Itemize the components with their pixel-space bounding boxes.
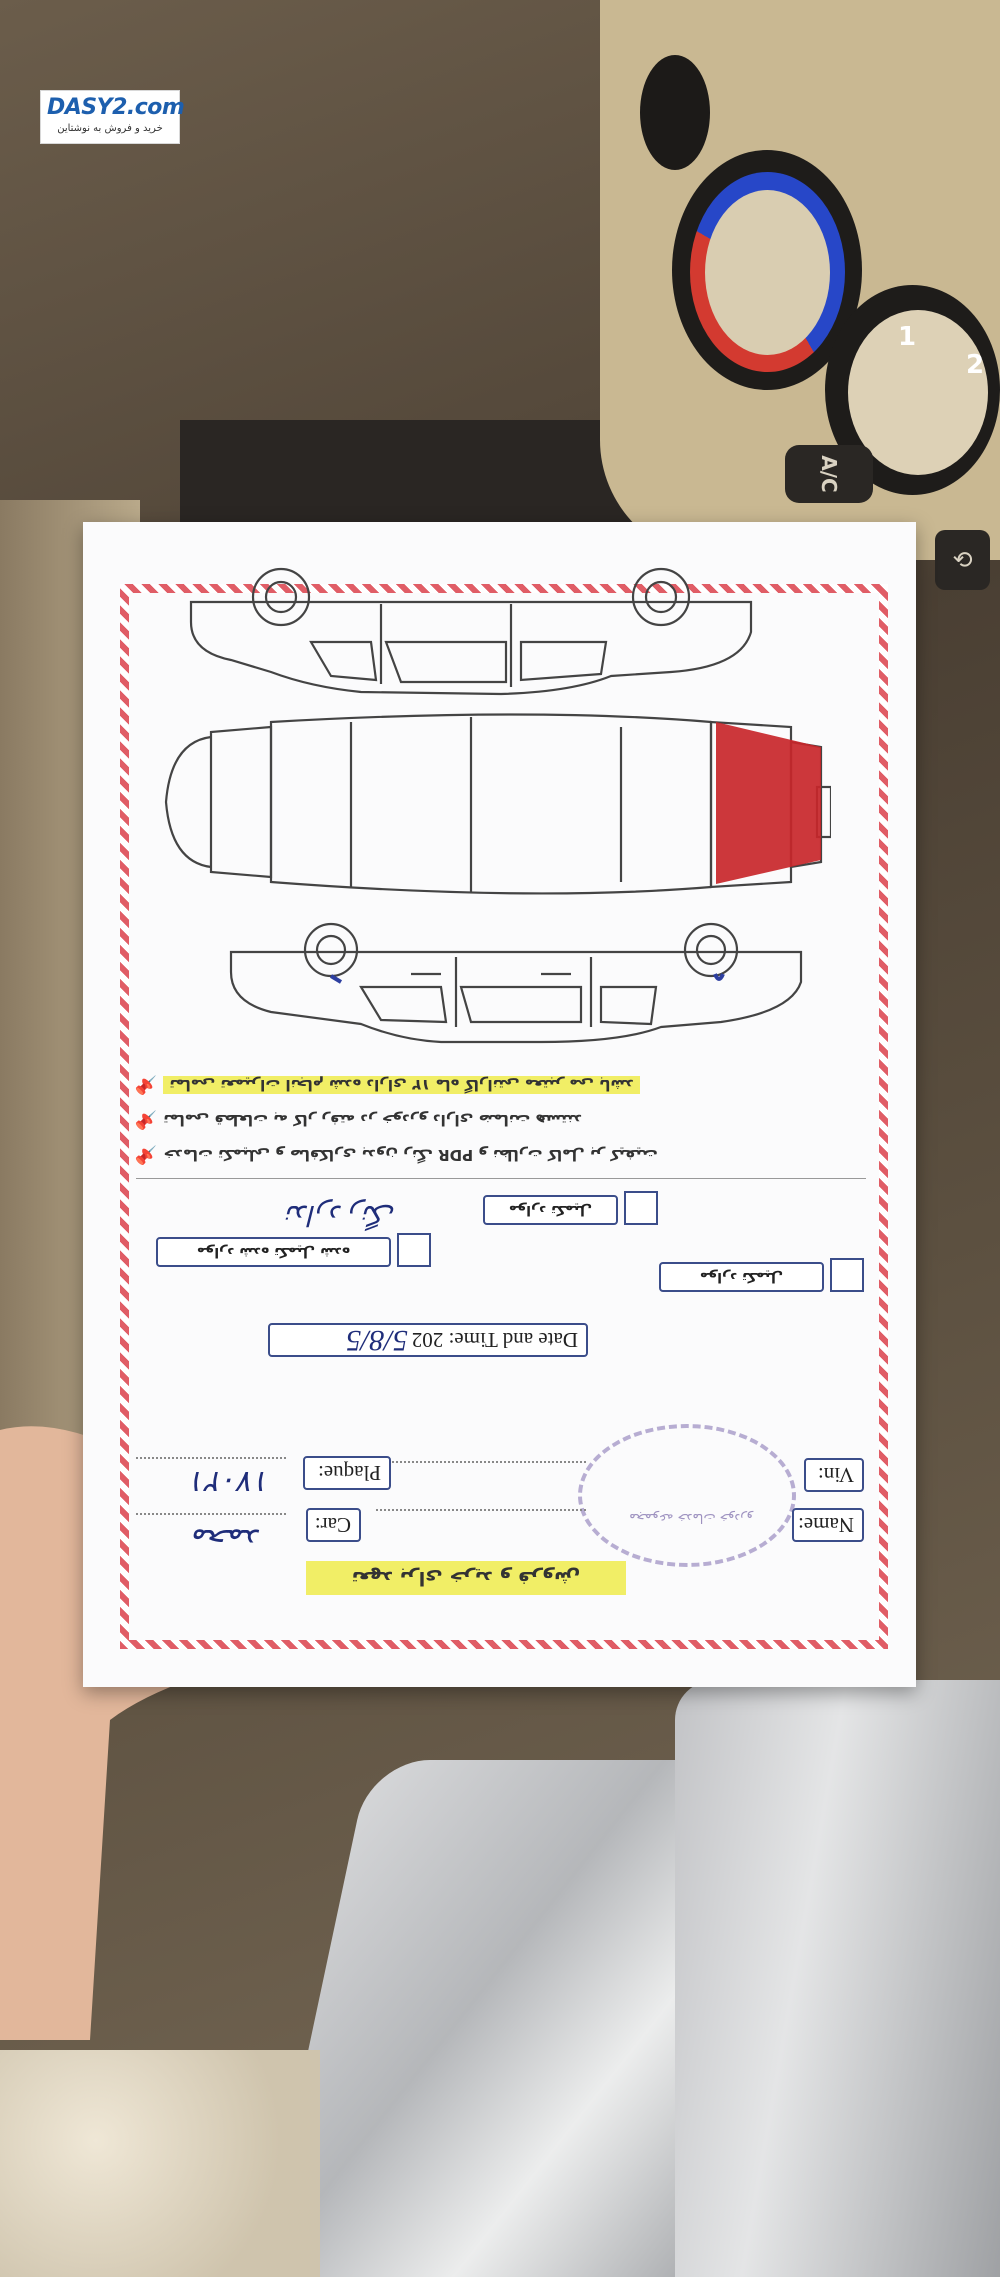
car-damage-diagram [164,567,831,1044]
bullet-2-text: تمامی قطعات به کار رفته در خودرو دارای ض… [163,1111,583,1129]
vin-label: Vin: [804,1458,864,1492]
pin-icon: 📌 [135,1144,158,1166]
site-watermark: DASY2.com خرید و فروش به نوشتاین [40,90,185,144]
plaque-label: Plaque: [303,1456,391,1490]
car-label: Car: [306,1508,361,1542]
sheet-content: تعهد برای خرید و فروش مجموعه خدمات خودرو… [83,522,916,1687]
damage-area-front [716,722,821,884]
name-line [376,1509,586,1511]
fan-number-1: 1 [898,322,917,352]
cloth [0,2050,320,2277]
inspection-sheet: تعهد برای خرید و فروش مجموعه خدمات خودرو… [83,522,916,1687]
watermark-tagline: خرید و فروش به نوشتاین [57,123,163,134]
air-vent [640,55,710,170]
date-field: Date and Time: 202 5/8/5 [268,1323,588,1357]
checkbox-second [624,1191,658,1225]
name-label: Name: [792,1508,864,1542]
bullet-3: 📌 تمامی تعمیرات انجام شده دارای ۱۲ ماه گ… [135,1071,640,1099]
checkbox-left [397,1233,431,1267]
handwritten-name: محمد [192,1523,261,1556]
car-side-view-top [229,922,803,1044]
handwritten-date: 5/8/5 [346,1324,408,1357]
center-console [180,420,650,530]
car-side-view-bottom [189,567,753,696]
recirculation-button: ⟲ [935,530,990,590]
ac-button: A/C [785,445,873,503]
stamp-text: مجموعه خدمات خودرو [629,1510,753,1525]
date-label: Date and Time: 202 [411,1328,578,1353]
fan-number-2: 2 [966,350,985,380]
checkbox-right [830,1258,864,1292]
handwritten-plaque: ۱۷۰۲۱ [190,1465,271,1498]
damage-mark-side-2 [329,974,343,984]
bullet-3-text: تمامی تعمیرات انجام شده دارای ۱۲ ماه گار… [163,1076,640,1094]
sheet-title: تعهد برای خرید و فروش [306,1561,626,1595]
vin-line [376,1461,586,1463]
pin-icon: 📌 [135,1109,158,1131]
option-right: موارد تکمیل [659,1262,824,1292]
temperature-knob [705,190,830,355]
pin-icon: 📌 [135,1074,158,1096]
bullet-1: 📌 خدمات تکمیلی و صافکاری بدون رنگ PDR و … [135,1141,658,1169]
watermark-logo: DASY2.com [47,95,185,120]
bullet-2: 📌 تمامی قطعات به کار رفته در خودرو دارای… [135,1106,582,1134]
plaque-line [136,1457,286,1459]
divider [136,1178,866,1179]
damage-mark-side [713,973,725,981]
handwritten-note: ندارد رنگ [286,1199,396,1230]
silver-foil-fold [675,1680,1000,2277]
car-line [136,1513,286,1515]
bullet-1-text: خدمات تکمیلی و صافکاری بدون رنگ PDR و نظ… [163,1146,658,1164]
company-stamp [578,1424,796,1567]
option-second: موارد تکمیل [483,1195,618,1225]
option-left: موارد شده تکمیل شده [156,1237,391,1267]
fan-knob: 1 2 [848,310,988,475]
